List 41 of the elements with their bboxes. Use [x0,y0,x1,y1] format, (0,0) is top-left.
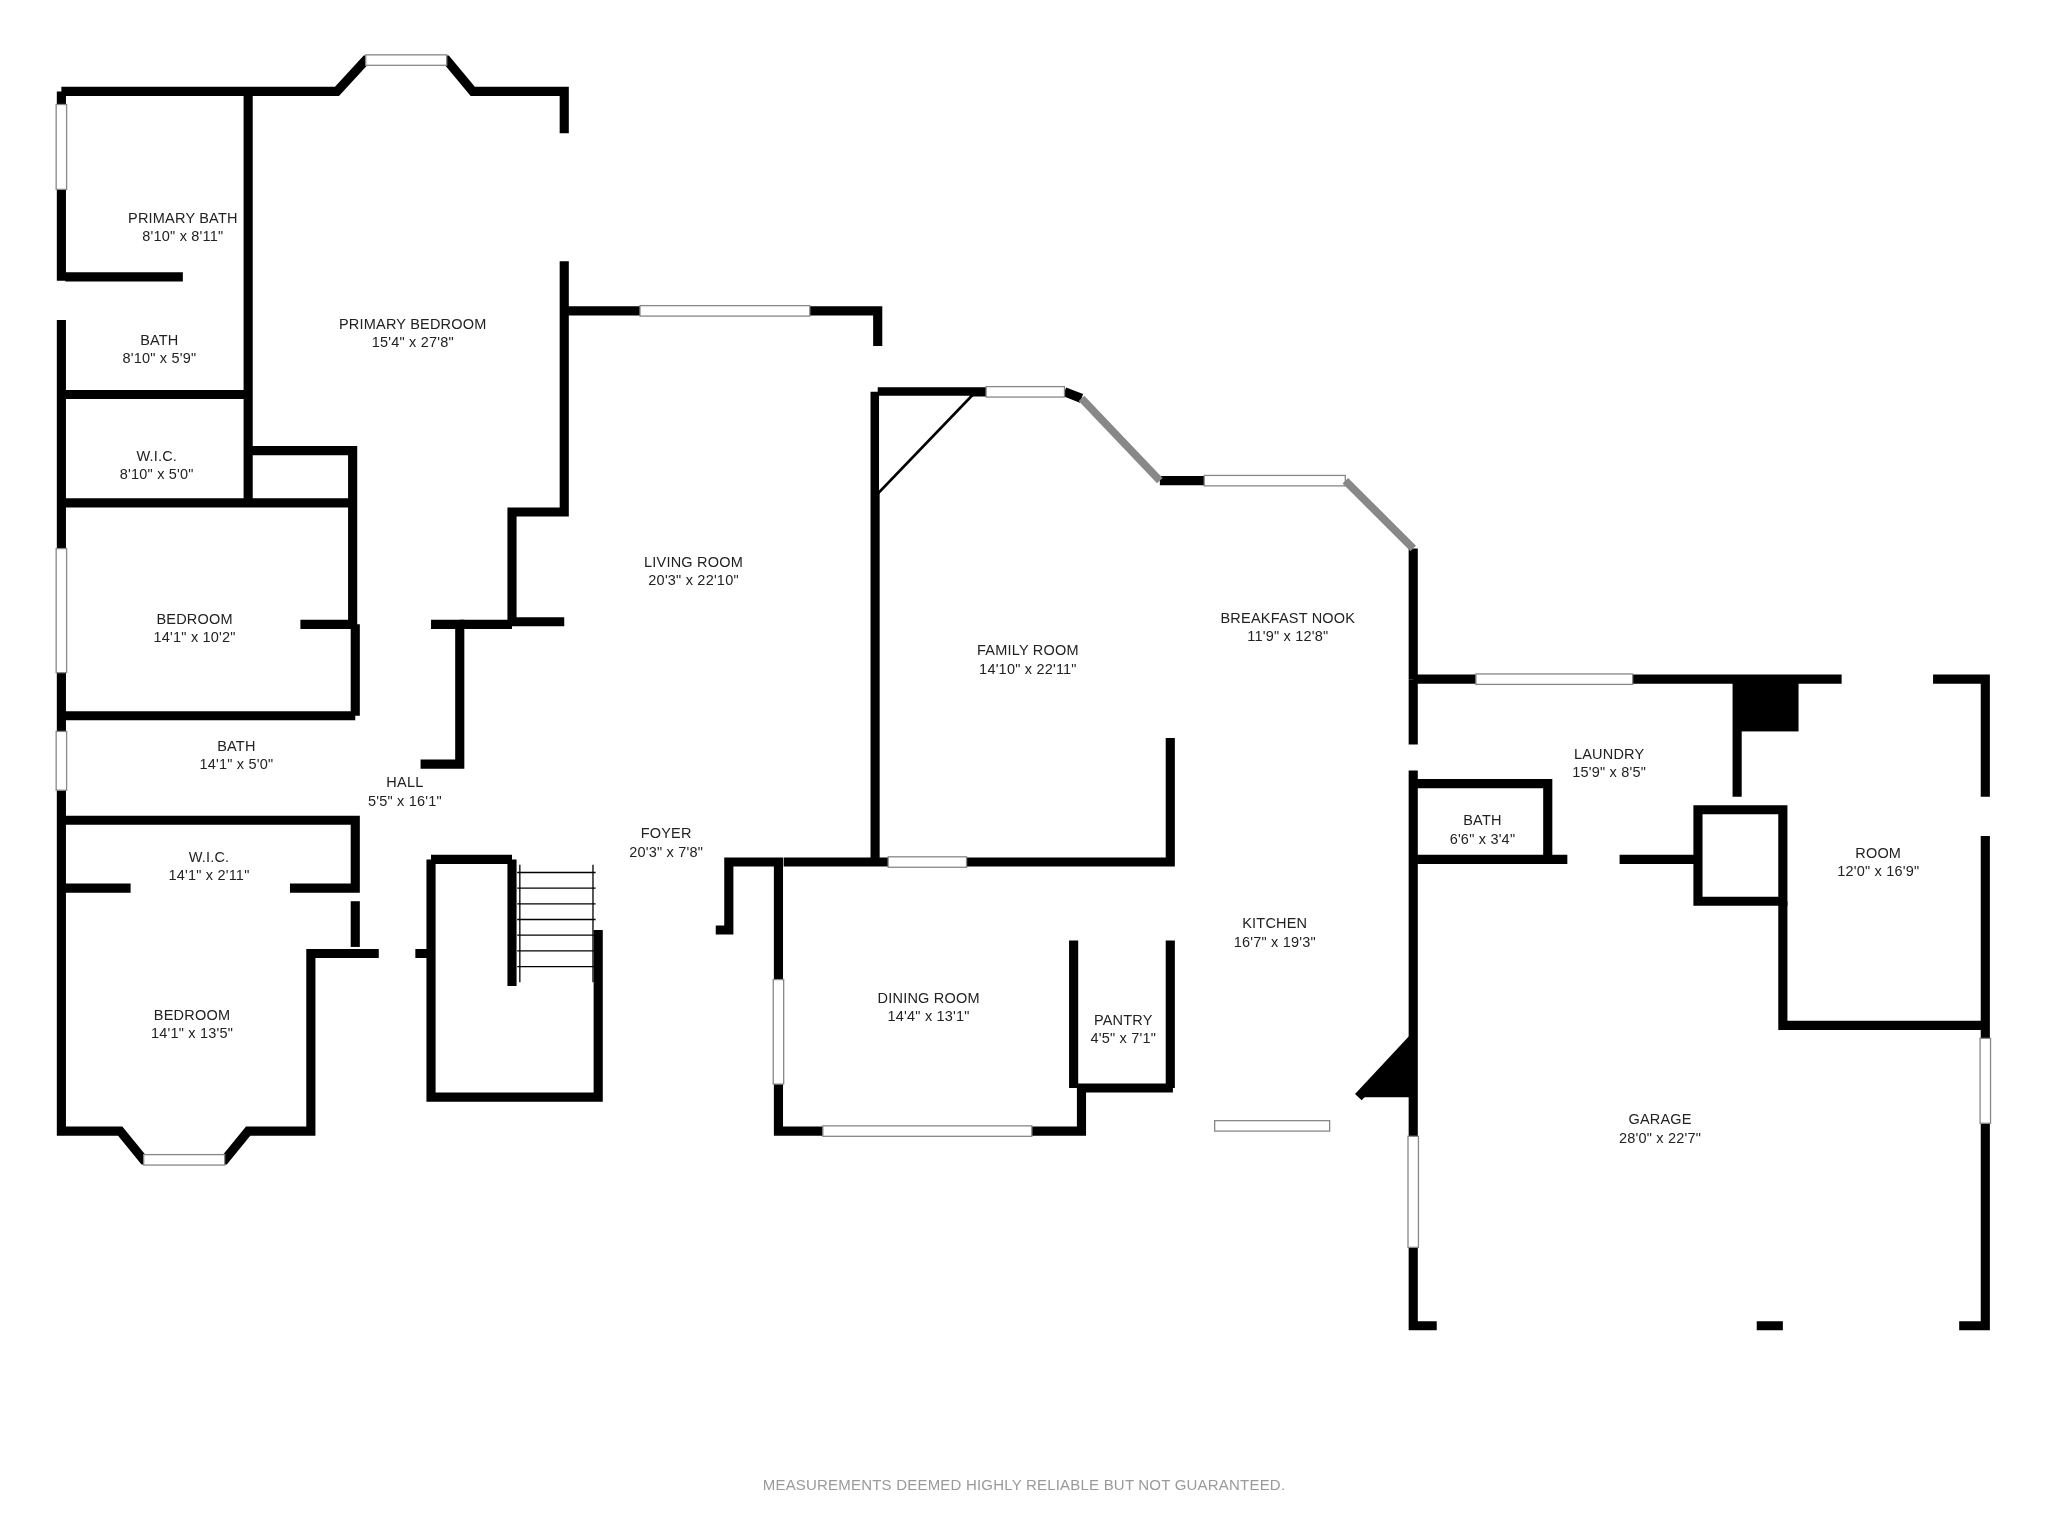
room-name: BEDROOM [153,1006,231,1023]
room-name: W.I.C. [188,848,230,865]
room-name: DINING ROOM [877,989,980,1006]
room-name: W.I.C. [136,447,178,464]
room-dimensions: 15'4" x 27'8" [371,334,454,351]
room-dimensions: 12'0" x 16'9" [1837,863,1920,880]
room-dimensions: 14'10" x 22'11" [979,660,1077,677]
room-dimensions: 14'1" x 5'0" [199,756,274,773]
room-name: PRIMARY BEDROOM [339,315,487,332]
room-name: KITCHEN [1242,915,1308,932]
room-dimensions: 14'1" x 2'11" [168,867,250,884]
room-name: LIVING ROOM [644,553,743,570]
room-name: FOYER [640,825,692,842]
room-name: HALL [386,774,424,791]
room-name: ROOM [1855,844,1902,861]
room-name: BATH [140,331,179,348]
room-dimensions: 8'10" x 5'9" [122,349,197,366]
room-dimensions: 20'3" x 7'8" [629,843,704,860]
room-name: LAUNDRY [1573,745,1645,762]
room-name: PRIMARY BATH [128,210,238,227]
room-name: GARAGE [1628,1111,1692,1128]
room-dimensions: 8'10" x 8'11" [142,228,224,245]
room-name: BEDROOM [156,611,233,628]
room-name: PANTRY [1093,1012,1153,1029]
room-name: FAMILY ROOM [977,642,1079,659]
room-dimensions: 16'7" x 19'3" [1233,933,1316,950]
room-dimensions: 28'0" x 22'7" [1619,1129,1702,1146]
room-name: BATH [217,737,256,754]
room-dimensions: 4'5" x 7'1" [1090,1030,1157,1047]
room-dimensions: 14'1" x 13'5" [150,1025,234,1042]
disclaimer-note: MEASUREMENTS DEEMED HIGHLY RELIABLE BUT NOT GUARANTEED. [762,1475,1286,1493]
room-dimensions: 14'1" x 10'2" [153,629,236,646]
room-dimensions: 8'10" x 5'0" [119,466,194,483]
room-dimensions: 14'4" x 13'1" [887,1008,970,1025]
room-dimensions: 5'5" x 16'1" [367,792,442,809]
room-dimensions: 15'9" x 8'5" [1572,763,1647,780]
room-name: BATH [1463,812,1502,829]
room-dimensions: 20'3" x 22'10" [648,571,739,588]
room-dimensions: 11'9" x 12'8" [1247,628,1329,645]
room-name: BREAKFAST NOOK [1220,609,1356,626]
room-dimensions: 6'6" x 3'4" [1449,830,1516,847]
